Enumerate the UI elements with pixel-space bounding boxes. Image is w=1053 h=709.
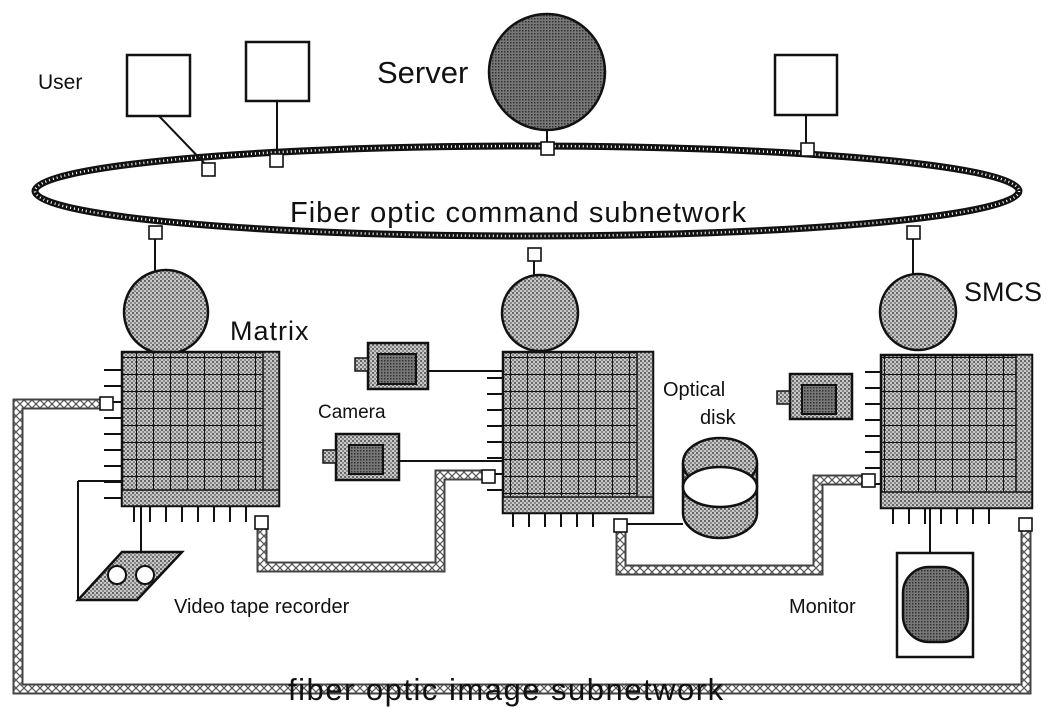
smcs-label: SMCS bbox=[964, 277, 1042, 307]
ring-node bbox=[800, 142, 815, 157]
user-terminal-1 bbox=[125, 53, 216, 177]
ring-node bbox=[540, 141, 555, 156]
user-terminal-2 bbox=[244, 40, 311, 168]
ring-node bbox=[906, 225, 921, 240]
matrix-label: Matrix bbox=[230, 316, 310, 346]
monitor-label: Monitor bbox=[789, 596, 856, 618]
command-subnetwork-label: Fiber optic command subnetwork bbox=[290, 197, 747, 229]
port-node bbox=[1018, 517, 1033, 532]
ring-node bbox=[269, 153, 284, 168]
matrix-center bbox=[481, 350, 655, 533]
port-node bbox=[254, 515, 269, 530]
optical-disk-label-1: Optical bbox=[663, 379, 725, 401]
port-node bbox=[99, 396, 114, 411]
matrix-right bbox=[861, 353, 1034, 532]
optical-disk-label-2: disk bbox=[700, 407, 737, 429]
camera-icon bbox=[776, 372, 854, 421]
vtr-label: Video tape recorder bbox=[174, 596, 350, 618]
port-node bbox=[861, 473, 876, 488]
image-subnetwork-label: fiber optic image subnetwork bbox=[288, 672, 725, 707]
user-terminal-3 bbox=[773, 53, 839, 157]
optical-disk-icon bbox=[627, 436, 759, 540]
image-subnetwork-cable bbox=[12, 398, 1032, 695]
matrix-left bbox=[99, 350, 281, 530]
camera-label: Camera bbox=[318, 402, 386, 423]
ring-node bbox=[148, 225, 163, 240]
port-node bbox=[613, 518, 628, 533]
ring-node bbox=[201, 162, 216, 177]
ring-node bbox=[527, 247, 542, 262]
smcs-right bbox=[878, 225, 958, 352]
camera-icon bbox=[354, 341, 503, 391]
user-label: User bbox=[38, 71, 82, 94]
server bbox=[487, 12, 607, 156]
server-label: Server bbox=[377, 55, 468, 90]
port-node bbox=[481, 469, 496, 484]
smcs-center bbox=[500, 247, 580, 353]
video-tape-recorder-icon bbox=[75, 480, 185, 602]
monitor-icon bbox=[895, 508, 975, 659]
camera-icon bbox=[322, 432, 503, 482]
smcs-left bbox=[122, 225, 210, 356]
